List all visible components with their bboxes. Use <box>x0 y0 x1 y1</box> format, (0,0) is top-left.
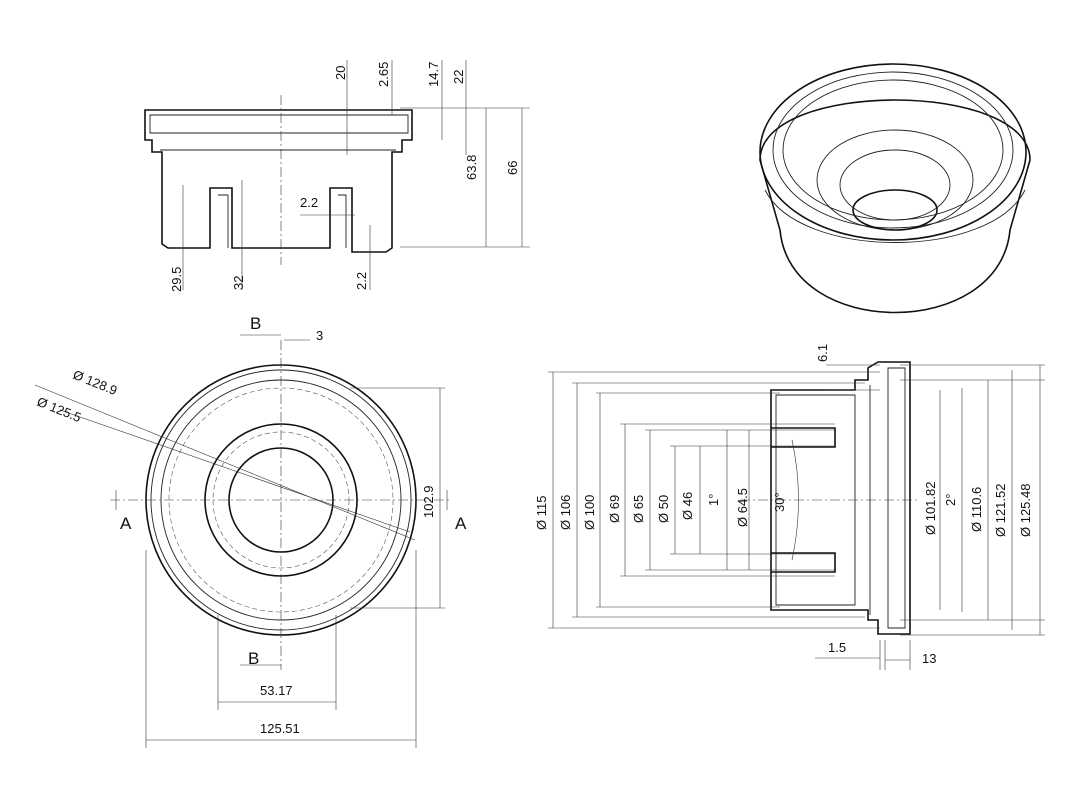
dim-dia-50: Ø 50 <box>656 495 671 523</box>
dim-2-65: 2.65 <box>376 62 391 87</box>
dim-dia-106: Ø 106 <box>558 495 573 530</box>
angle-2-deg: 2° <box>943 494 958 506</box>
dim-125-51: 125.51 <box>260 721 300 736</box>
dim-63-8: 63.8 <box>464 155 479 180</box>
dim-dia-115: Ø 115 <box>534 496 549 530</box>
dim-dia-125-48: Ø 125.48 <box>1018 484 1033 538</box>
side-section-view: 6.1 Ø 115 Ø 106 Ø 100 Ø 69 Ø 65 Ø 50 Ø 4… <box>534 344 1045 670</box>
dim-53-17: 53.17 <box>260 683 293 698</box>
dim-2-2-bottom: 2.2 <box>354 272 369 290</box>
dim-14-7: 14.7 <box>426 62 441 87</box>
angle-1-deg: 1° <box>706 494 721 506</box>
dim-dia-46: Ø 46 <box>680 492 695 520</box>
dim-20: 20 <box>333 66 348 80</box>
front-plan-view: B 3 Ø 128.9 Ø 125.5 A A 102.9 B 53.17 12… <box>35 314 467 748</box>
dim-dia-64-5: Ø 64.5 <box>735 488 750 527</box>
dim-dia-110-6: Ø 110.6 <box>969 487 984 532</box>
section-a-left: A <box>120 514 132 533</box>
dim-22: 22 <box>451 70 466 84</box>
dim-dia-65: Ø 65 <box>631 495 646 523</box>
dim-3: 3 <box>316 328 323 343</box>
top-elevation-view: 20 2.65 14.7 22 2.2 63.8 66 29.5 32 2.2 <box>144 60 530 292</box>
isometric-view <box>759 63 1031 314</box>
section-a-right: A <box>455 514 467 533</box>
section-b-top: B <box>250 314 261 333</box>
dim-29-5: 29.5 <box>169 267 184 292</box>
dim-dia-121-52: Ø 121.52 <box>993 484 1008 538</box>
dim-dia-125-5: Ø 125.5 <box>35 394 84 425</box>
dim-dia-128-9: Ø 128.9 <box>71 367 120 398</box>
dim-102-9: 102.9 <box>421 485 436 518</box>
dim-dia-100: Ø 100 <box>582 495 597 530</box>
dim-66: 66 <box>505 161 520 175</box>
angle-30-deg: 30° <box>772 492 787 512</box>
dim-2-2-wall: 2.2 <box>300 195 318 210</box>
dim-32: 32 <box>231 276 246 290</box>
dim-1-5: 1.5 <box>828 640 846 655</box>
dim-6-1: 6.1 <box>815 344 830 362</box>
dim-dia-69: Ø 69 <box>607 495 622 523</box>
dim-13: 13 <box>922 651 936 666</box>
section-b-bottom: B <box>248 649 259 668</box>
dim-dia-101-82: Ø 101.82 <box>923 482 938 536</box>
